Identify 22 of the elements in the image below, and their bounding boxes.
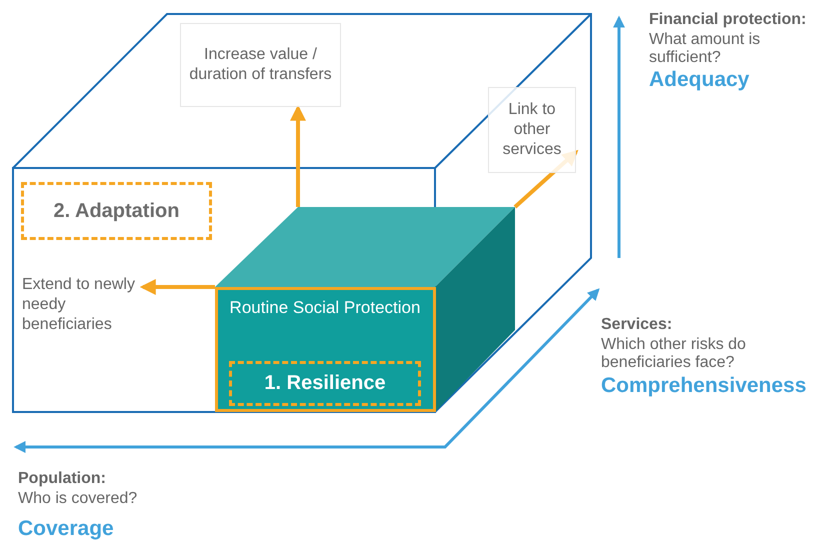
text-box <box>488 87 576 173</box>
node-label: 2. Adaptation <box>54 200 180 222</box>
arrow <box>290 104 306 207</box>
note-text: Extend to newly needy beneficiaries <box>22 272 142 338</box>
axis-question: Who is covered? <box>18 490 138 508</box>
axis-title: Financial protection: <box>649 11 806 29</box>
axis-title: Population: <box>18 470 106 488</box>
node-label: Routine Social Protection <box>228 297 422 319</box>
axis-question: Which other risks do beneficiaries face? <box>601 336 747 372</box>
dashed-box <box>229 361 421 406</box>
cube-shape <box>215 207 515 412</box>
node-label: 1. Resilience <box>264 372 386 395</box>
dashed-box <box>21 182 212 240</box>
node-label: Link to other services <box>502 100 562 160</box>
axis-label: Comprehensiveness <box>601 374 806 398</box>
axis-question: What amount is sufficient? <box>649 31 762 67</box>
axis-label: Coverage <box>18 517 114 540</box>
text-box <box>180 23 341 107</box>
axis-title: Services: <box>601 316 672 334</box>
node-label: Increase value / duration of transfers <box>188 45 333 85</box>
arrow <box>140 279 215 295</box>
axis-label: Adequacy <box>649 68 750 92</box>
